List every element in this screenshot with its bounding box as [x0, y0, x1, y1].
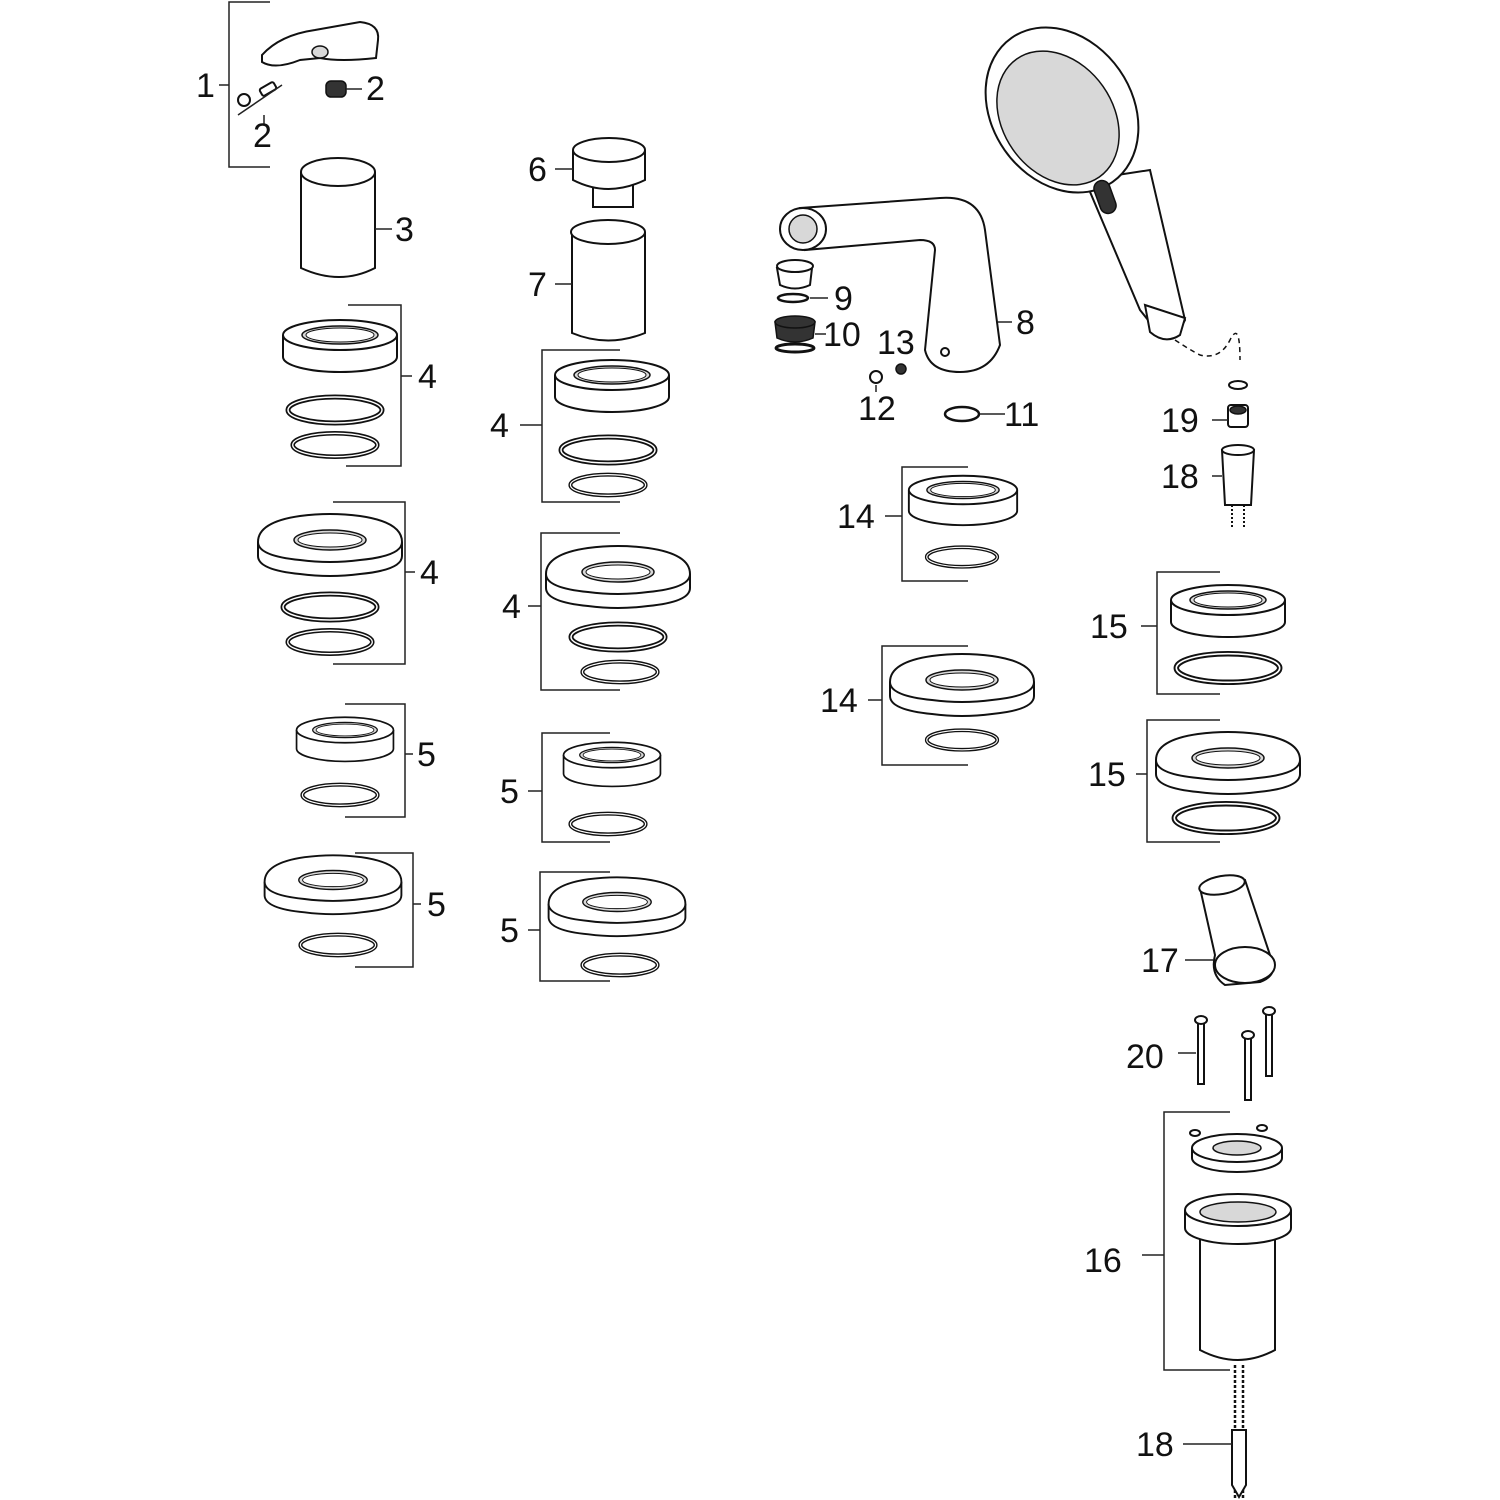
- callout-7: 7: [528, 266, 547, 304]
- o-ring: [571, 624, 665, 650]
- o-ring: [582, 662, 657, 683]
- aerator-9-10: [774, 259, 828, 354]
- o-ring: [293, 433, 378, 456]
- o-ring: [1176, 654, 1279, 683]
- callout-14: 14: [820, 682, 858, 720]
- square-rosette-15: [1155, 731, 1301, 795]
- callout-4: 4: [418, 358, 437, 396]
- square-rosette-small: [263, 854, 403, 916]
- o-ring: [1174, 804, 1277, 833]
- callout-4: 4: [502, 588, 521, 626]
- callout-5: 5: [500, 773, 519, 811]
- callout-3: 3: [395, 211, 414, 249]
- set-screws-12-13: [869, 363, 907, 392]
- callout-17: 17: [1141, 942, 1179, 980]
- callout-2: 2: [366, 70, 385, 108]
- square-rosette: [257, 513, 403, 577]
- spout-8: [779, 196, 1012, 374]
- washer-11: [943, 405, 1005, 423]
- callout-1: 1: [196, 67, 215, 105]
- callout-19: 19: [1161, 402, 1199, 440]
- callout-15: 15: [1090, 608, 1128, 646]
- square-rosette: [545, 545, 691, 609]
- callout-18: 18: [1161, 458, 1199, 496]
- callout-20: 20: [1126, 1038, 1164, 1076]
- mounting-shank-16: [1142, 1111, 1292, 1371]
- callout-6: 6: [528, 151, 547, 189]
- callout-15: 15: [1088, 756, 1126, 794]
- callout-18: 18: [1136, 1426, 1174, 1464]
- round-rosette-small: [295, 716, 395, 763]
- callout-11: 11: [1004, 396, 1039, 434]
- callout-13: 13: [877, 324, 915, 362]
- callout-5: 5: [427, 886, 446, 924]
- screws-20: [1178, 1006, 1276, 1101]
- o-ring: [302, 785, 377, 806]
- o-ring: [570, 475, 645, 496]
- callout-4: 4: [420, 554, 439, 592]
- callout-2: 2: [253, 117, 272, 155]
- lever-handle-assembly: [219, 1, 380, 168]
- round-rosette-15: [1170, 584, 1286, 638]
- callout-labels: 1 2 2 3 4 4 5 5 6 7 4 4 5 5 8 9 10 13 12…: [196, 67, 1199, 1464]
- callout-5: 5: [417, 736, 436, 774]
- o-ring: [924, 728, 1000, 752]
- square-rosette-small: [547, 876, 687, 938]
- o-ring: [300, 935, 375, 956]
- callout-5: 5: [500, 912, 519, 950]
- round-rosette: [554, 359, 670, 413]
- hose-guide-17: [1185, 874, 1276, 987]
- o-ring: [288, 397, 382, 423]
- hose-18: [1183, 1365, 1247, 1500]
- square-rosette-14: [889, 653, 1035, 717]
- round-rosette-14: [907, 474, 1019, 527]
- callout-9: 9: [834, 280, 853, 318]
- callout-14: 14: [837, 498, 875, 536]
- cover-sleeve-3: [300, 157, 392, 278]
- round-rosette: [282, 319, 398, 373]
- callout-8: 8: [1016, 304, 1035, 342]
- o-ring: [570, 814, 645, 835]
- o-ring: [582, 955, 657, 976]
- callout-16: 16: [1084, 1242, 1122, 1280]
- o-ring: [283, 594, 377, 620]
- hand-shower: [984, 26, 1241, 361]
- sleeve-7: [555, 219, 646, 342]
- callout-12: 12: [858, 390, 896, 428]
- o-ring: [288, 630, 373, 653]
- round-rosette-small: [562, 741, 662, 788]
- o-ring: [561, 437, 655, 463]
- cap-6: [555, 137, 646, 208]
- callout-4: 4: [490, 407, 509, 445]
- callout-10: 10: [823, 316, 861, 354]
- hose-fittings-19-18: [1212, 380, 1256, 528]
- o-ring: [924, 545, 1000, 569]
